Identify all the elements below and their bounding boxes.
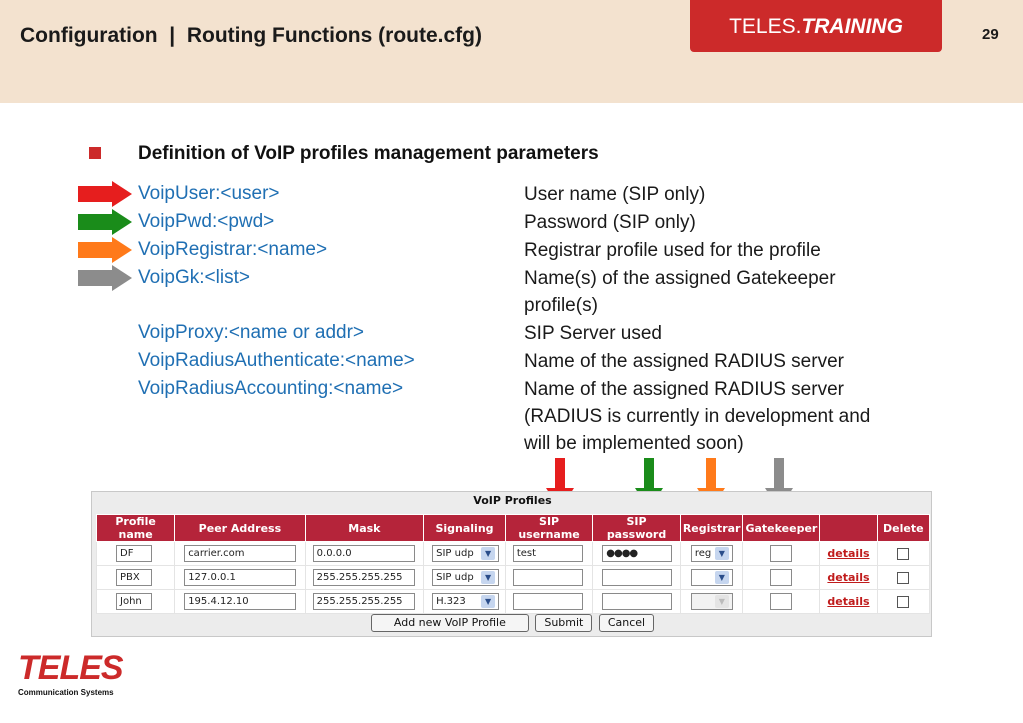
bullet-square-icon	[89, 147, 101, 159]
signaling-value: SIP udp	[436, 572, 474, 583]
details-link[interactable]: details	[827, 571, 870, 584]
sip-username-input[interactable]	[512, 569, 583, 586]
gatekeeper-input[interactable]	[770, 569, 793, 586]
desc-proxy: SIP Server used	[524, 323, 663, 344]
voip-profiles-panel: VoIP Profiles Profile name Peer Address …	[91, 491, 932, 637]
desc-gk-line2: profile(s)	[524, 295, 598, 316]
peer-address-input[interactable]: 195.4.12.10	[184, 593, 297, 610]
table-row: John 195.4.12.10 255.255.255.255 H.323▼ …	[95, 589, 931, 614]
chevron-down-icon: ▼	[714, 595, 729, 608]
col-details	[819, 514, 878, 542]
brand-tab: TELES.TRAINING	[690, 0, 942, 52]
signaling-select[interactable]: H.323 ▼	[432, 593, 500, 610]
signaling-select[interactable]: SIP udp ▼	[432, 569, 500, 586]
registrar-select[interactable]: reg▼	[690, 545, 733, 562]
table-row: DF carrier.com 0.0.0.0 SIP udp ▼ test ●●●…	[95, 541, 931, 566]
signaling-select[interactable]: SIP udp ▼	[432, 545, 500, 562]
gatekeeper-input[interactable]	[770, 593, 793, 610]
chevron-down-icon: ▼	[481, 595, 496, 608]
teles-logo: TELES Communication Systems	[18, 649, 124, 697]
delete-checkbox[interactable]	[897, 595, 910, 608]
profile-name-input[interactable]: DF	[116, 545, 152, 562]
param-voip-proxy: VoipProxy:<name or addr>	[138, 322, 365, 343]
brand-text-training: TRAINING	[801, 15, 903, 38]
col-delete: Delete	[876, 514, 931, 542]
col-signaling: Signaling	[423, 514, 506, 542]
param-voip-pwd: VoipPwd:<pwd>	[138, 211, 275, 232]
col-registrar: Registrar	[679, 514, 744, 542]
registrar-value: reg	[694, 548, 712, 559]
page-number: 29	[982, 26, 999, 43]
peer-address-input[interactable]: 127.0.0.1	[184, 569, 297, 586]
green-arrow-icon	[78, 209, 132, 235]
section-heading: Definition of VoIP profiles management p…	[138, 143, 599, 164]
table-header-row: Profile name Peer Address Mask Signaling…	[95, 514, 931, 542]
desc-gk-line1: Name(s) of the assigned Gatekeeper	[524, 268, 836, 289]
desc-pwd: Password (SIP only)	[524, 212, 696, 233]
param-voip-radius-auth: VoipRadiusAuthenticate:<name>	[138, 350, 415, 371]
logo-wordmark: TELES	[18, 649, 124, 687]
desc-radius-acc-line3: will be implemented soon)	[524, 433, 744, 454]
mask-input[interactable]: 0.0.0.0	[312, 545, 415, 562]
mask-input[interactable]: 255.255.255.255	[312, 569, 415, 586]
panel-button-row: Add new VoIP Profile Submit Cancel	[92, 613, 933, 632]
peer-address-input[interactable]: carrier.com	[184, 545, 297, 562]
sip-password-input[interactable]	[602, 569, 673, 586]
voip-profiles-table: Profile name Peer Address Mask Signaling…	[95, 514, 931, 614]
panel-title: VoIP Profiles	[473, 494, 552, 507]
profile-name-input[interactable]: PBX	[116, 569, 152, 586]
orange-arrow-icon	[78, 237, 132, 263]
col-sip-username: SIP username	[504, 514, 594, 542]
delete-checkbox[interactable]	[897, 571, 910, 584]
details-link[interactable]: details	[827, 547, 870, 560]
cancel-button[interactable]: Cancel	[598, 614, 655, 632]
table-row: PBX 127.0.0.1 255.255.255.255 SIP udp ▼ ▼…	[95, 565, 931, 590]
details-link[interactable]: details	[827, 595, 870, 608]
desc-user: User name (SIP only)	[524, 184, 706, 205]
gatekeeper-input[interactable]	[770, 545, 793, 562]
col-peer-address: Peer Address	[174, 514, 306, 542]
signaling-value: SIP udp	[436, 548, 474, 559]
sip-password-input[interactable]: ●●●●	[602, 545, 673, 562]
profile-name-input[interactable]: John	[116, 593, 152, 610]
brand-text-teles: TELES.	[729, 15, 802, 38]
slide-title: Configuration | Routing Functions (route…	[20, 24, 482, 47]
desc-radius-acc-line2: (RADIUS is currently in development and	[524, 406, 871, 427]
chevron-down-icon: ▼	[714, 547, 729, 560]
col-gatekeeper: Gatekeeper	[742, 514, 821, 542]
chevron-down-icon: ▼	[481, 547, 496, 560]
add-voip-profile-button[interactable]: Add new VoIP Profile	[370, 614, 529, 632]
mask-input[interactable]: 255.255.255.255	[312, 593, 415, 610]
registrar-select[interactable]: ▼	[690, 569, 733, 586]
param-voip-registrar: VoipRegistrar:<name>	[138, 239, 328, 260]
registrar-select[interactable]: ▼	[690, 593, 733, 610]
desc-radius-acc-line1: Name of the assigned RADIUS server	[524, 379, 844, 400]
col-mask: Mask	[304, 514, 425, 542]
header-band: Configuration | Routing Functions (route…	[0, 0, 1023, 103]
submit-button[interactable]: Submit	[535, 614, 593, 632]
chevron-down-icon: ▼	[714, 571, 729, 584]
sip-username-input[interactable]	[512, 593, 583, 610]
desc-radius-auth: Name of the assigned RADIUS server	[524, 351, 844, 372]
col-profile-name: Profile name	[95, 514, 176, 542]
sip-password-input[interactable]	[602, 593, 673, 610]
delete-checkbox[interactable]	[897, 547, 910, 560]
param-voip-radius-acc: VoipRadiusAccounting:<name>	[138, 378, 404, 399]
logo-subtitle: Communication Systems	[18, 688, 114, 697]
red-arrow-icon	[78, 181, 132, 207]
param-voip-gk: VoipGk:<list>	[138, 267, 250, 288]
signaling-value: H.323	[436, 596, 466, 607]
desc-registrar: Registrar profile used for the profile	[524, 240, 821, 261]
sip-username-input[interactable]: test	[512, 545, 583, 562]
gray-arrow-icon	[78, 265, 132, 291]
col-sip-password: SIP password	[592, 514, 681, 542]
chevron-down-icon: ▼	[481, 571, 496, 584]
param-voip-user: VoipUser:<user>	[138, 183, 280, 204]
